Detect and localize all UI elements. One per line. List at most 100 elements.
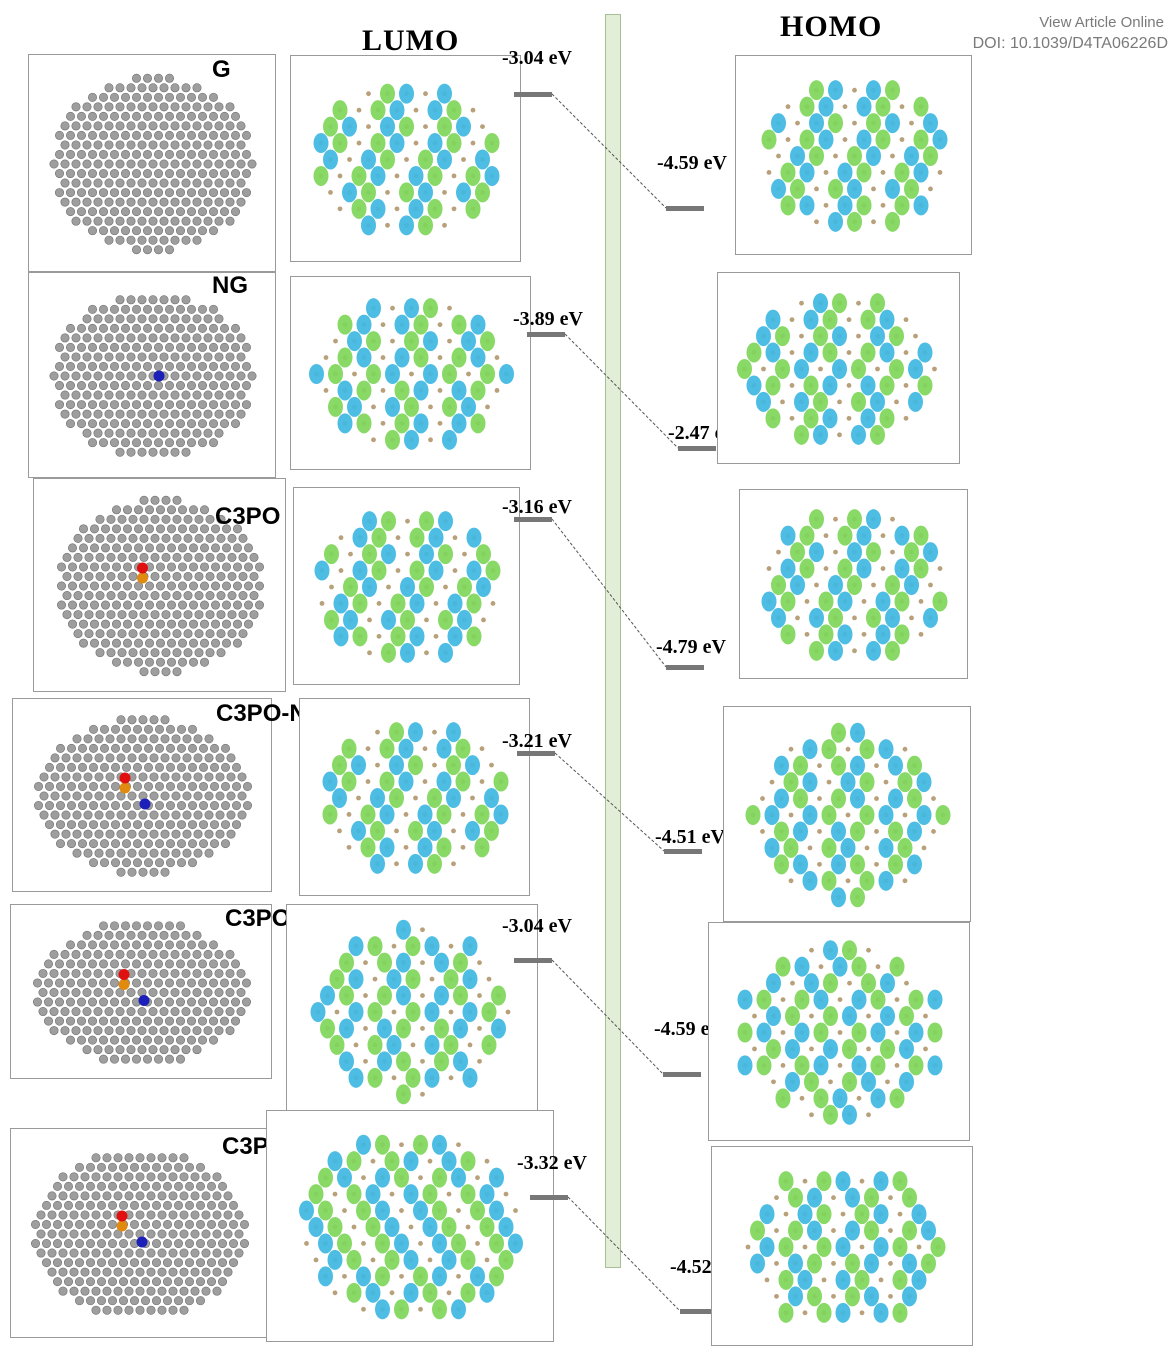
carbon-atom	[84, 571, 94, 581]
carbon-atom	[108, 1219, 118, 1229]
carbon-atom	[139, 610, 149, 620]
skeleton-atom	[774, 1228, 779, 1233]
carbon-atom	[176, 149, 186, 159]
carbon-atom	[71, 102, 81, 112]
carbon-atom	[84, 591, 94, 601]
carbon-atom	[211, 581, 221, 591]
orbital-lobe	[832, 326, 847, 347]
skeleton-atom	[788, 812, 794, 818]
skeleton-atom	[909, 615, 914, 621]
carbon-atom	[148, 409, 158, 419]
carbon-atom	[104, 390, 114, 400]
carbon-atom	[160, 867, 170, 877]
carbon-atom	[207, 1277, 217, 1287]
carbon-atom	[187, 419, 197, 429]
carbon-atom	[192, 235, 202, 245]
carbon-atom	[93, 178, 103, 188]
orbital-lobe	[851, 989, 867, 1010]
carbon-atom	[196, 1162, 206, 1172]
doi-link[interactable]: DOI: 10.1039/D4TA06226D	[972, 35, 1168, 52]
carbon-atom	[49, 1007, 59, 1017]
skeleton-atom	[448, 943, 454, 949]
lumo-level-g	[514, 92, 552, 97]
orbital-lobe	[333, 626, 349, 647]
carbon-atom	[154, 207, 164, 217]
carbon-atom	[156, 638, 166, 648]
orbital-lobe	[347, 396, 362, 417]
orbital-lobe	[908, 1022, 924, 1043]
orbital-lobe	[408, 755, 423, 776]
skeleton-atom	[394, 173, 400, 179]
carbon-atom	[86, 1200, 96, 1210]
carbon-atom	[123, 524, 133, 534]
orbital-lobe	[803, 309, 819, 330]
skeleton-atom	[337, 828, 342, 834]
orbital-lobe	[390, 593, 406, 614]
carbon-atom	[71, 178, 81, 188]
carbon-atom	[88, 997, 98, 1007]
carbon-atom	[144, 820, 154, 830]
carbon-atom	[143, 207, 153, 217]
structure-panel-c3po-ng-meta	[12, 698, 272, 892]
carbon-atom	[185, 1162, 195, 1172]
phosphorus-atom	[116, 1220, 128, 1232]
carbon-atom	[225, 216, 235, 226]
carbon-atom	[203, 102, 213, 112]
orbital-lobe	[894, 558, 910, 579]
orbital-lobe	[916, 805, 932, 825]
carbon-atom	[99, 921, 109, 931]
carbon-atom	[163, 1200, 173, 1210]
carbon-atom	[60, 409, 70, 419]
orbital-lobe	[866, 542, 881, 563]
view-article-online-link[interactable]: View Article Online	[1039, 14, 1164, 31]
skeleton-atom	[809, 1013, 814, 1019]
orbital-lobe	[813, 424, 828, 445]
homo-panel-c3po-ng-meta	[723, 706, 971, 922]
carbon-atom	[152, 1200, 162, 1210]
carbon-atom	[113, 1286, 123, 1296]
carbon-atom	[148, 352, 158, 362]
orbital-lobe	[771, 178, 786, 199]
carbon-atom	[54, 169, 64, 179]
orbital-lobe	[339, 985, 354, 1006]
orbital-lobe	[318, 1200, 333, 1221]
carbon-atom	[82, 930, 92, 940]
orbital-lobe	[434, 1051, 449, 1072]
orbital-lobe	[885, 178, 900, 199]
orbital-lobe	[809, 113, 824, 134]
carbon-atom	[50, 829, 60, 839]
skeleton-atom	[451, 828, 456, 834]
carbon-atom	[196, 1200, 206, 1210]
carbon-atom	[95, 552, 105, 562]
orbital-lobe	[377, 985, 392, 1006]
carbon-atom	[72, 753, 82, 763]
orbital-lobe	[436, 738, 452, 759]
carbon-atom	[231, 959, 241, 969]
carbon-atom	[177, 801, 187, 811]
skeleton-atom	[370, 1158, 376, 1164]
orbital-lobe	[443, 969, 459, 990]
carbon-atom	[106, 591, 116, 601]
carbon-atom	[112, 638, 122, 648]
carbon-atom	[194, 591, 204, 601]
carbon-atom	[58, 1248, 68, 1258]
orbital-lobe	[856, 96, 872, 117]
orbital-lobe	[428, 560, 444, 581]
orbital-lobe	[860, 342, 876, 363]
orbital-lobe	[932, 129, 948, 150]
carbon-atom	[117, 629, 127, 639]
orbital-lobes	[750, 1171, 946, 1323]
carbon-atom	[54, 149, 64, 159]
carbon-atom	[144, 762, 154, 772]
skeleton-atom	[840, 1211, 846, 1217]
carbon-atom	[87, 169, 97, 179]
carbon-atom	[67, 619, 77, 629]
carbon-atom	[94, 772, 104, 782]
orbital-lobe	[813, 391, 828, 412]
carbon-atom	[39, 791, 49, 801]
carbon-atom	[146, 1172, 156, 1182]
carbon-atom	[132, 323, 142, 333]
orbital-lobe	[799, 525, 815, 546]
orbital-lobe	[481, 1002, 497, 1022]
carbon-atom	[163, 1219, 173, 1229]
